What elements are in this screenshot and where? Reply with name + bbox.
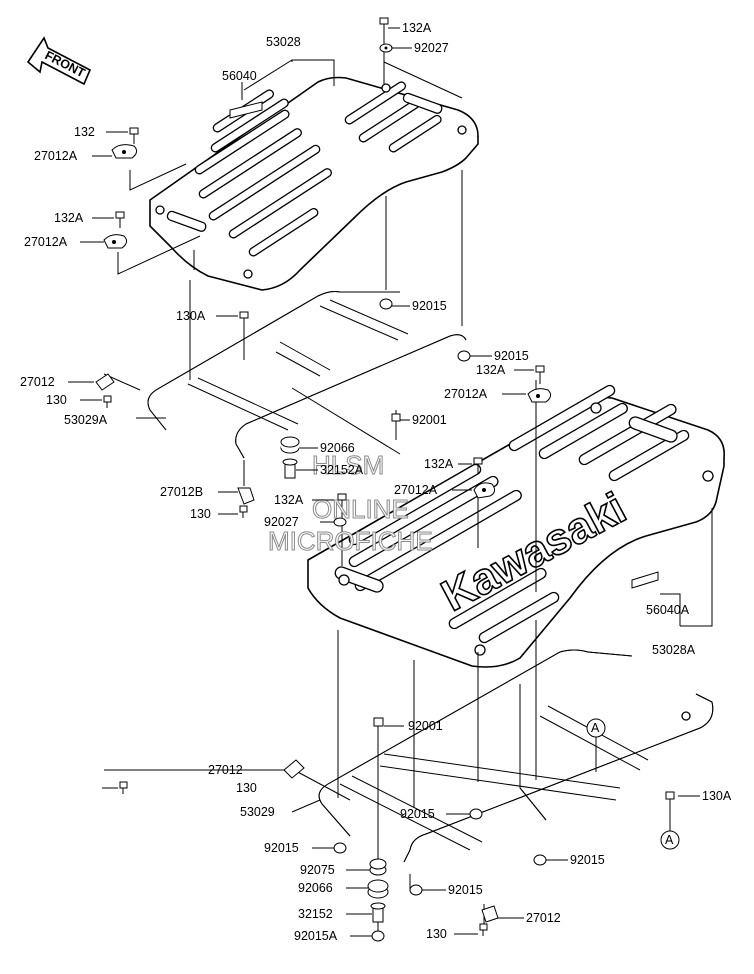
bolt-icon [103,395,112,408]
watermark-line3: MICROFICHE [268,526,433,556]
part-label: 132A [476,363,506,377]
part-label: 92015 [412,299,447,313]
bolt-icon [379,17,389,36]
fastener-icons [95,17,675,942]
part-label: 132A [402,21,432,35]
part-label: 53029 [240,805,275,819]
part-label: 53028A [652,643,696,657]
watermark-line2: ONLINE [312,494,409,524]
part-label: 92027 [264,515,299,529]
part-label: 56040A [646,603,690,617]
decal-56040 [229,101,263,119]
part-label: 53029A [64,413,108,427]
watermark-line1: HLSM [312,450,384,480]
part-label: 92015 [400,807,435,821]
bracket-icon [283,759,305,779]
bolt-icon [665,791,675,808]
collar-icon [370,902,386,923]
front-arrow-icon: FRONT [26,36,92,86]
part-label: 92001 [408,719,443,733]
svg-text:A: A [591,721,600,735]
nut-icon [409,884,423,896]
part-label: 130 [426,927,447,941]
bolt-icon [473,457,483,474]
upper-rack-slots [166,81,443,257]
bolt-icon [119,781,128,794]
callout-a-right: A [660,830,680,850]
part-label: 92015 [494,349,529,363]
part-label: 27012B [160,485,203,499]
part-label: 27012 [208,763,243,777]
nut-icon [533,854,547,866]
spacer-icon [280,436,300,454]
part-label: 27012A [394,483,438,497]
part-label: 27012 [20,375,55,389]
nut-icon [379,43,393,53]
lower-rack-slots [334,384,690,644]
part-label: 92001 [412,413,447,427]
collar-icon [282,458,298,479]
part-label: 130 [46,393,67,407]
part-label: 132A [54,211,84,225]
nut-icon [371,930,385,942]
clamp-icon [527,388,552,403]
bolt-icon [373,717,384,746]
clamp-icon [111,144,138,159]
nut-icon [457,350,471,362]
nut-icon [469,808,483,820]
part-label: 130A [176,309,206,323]
clamp-icon [473,482,496,499]
bolt-icon [391,413,401,438]
bracket-icon [95,373,115,391]
part-label: 56040 [222,69,257,83]
part-label: 132A [424,457,454,471]
part-label: 130 [236,781,257,795]
clamp-icon [103,234,128,249]
callout-a-top: A [586,718,606,738]
decal-56040a [631,571,659,589]
part-label: 53028 [266,35,301,49]
bolt-icon [239,311,249,330]
part-label: 27012A [34,149,78,163]
leader-lines [103,28,713,932]
part-label: 132 [74,125,95,139]
part-label: 132A [274,493,304,507]
part-label: 130 [190,507,211,521]
bolt-icon [239,505,248,518]
part-label: 27012 [526,911,561,925]
upper-rack-plate [149,76,479,291]
part-label: 27012A [24,235,68,249]
part-label: 32152 [298,907,333,921]
part-label: 92015A [294,929,338,943]
watermark: HLSM ONLINE MICROFICHE [268,450,434,557]
nut-icon [379,298,393,310]
part-label: 92015 [448,883,483,897]
part-label: 92015 [264,841,299,855]
nut-icon [333,842,347,854]
bolt-icon [337,493,347,512]
upper-rack-frame [147,291,467,459]
bolt-icon [535,365,545,384]
lower-rack-frame [318,649,714,863]
part-label: 92015 [570,853,605,867]
part-label: 92027 [414,41,449,55]
part-label: 92066 [298,881,333,895]
part-label: 130A [702,789,732,803]
spacer-icon [367,879,389,899]
part-label: 92075 [300,863,335,877]
part-label: 32152A [320,463,364,477]
part-label: 92066 [320,441,355,455]
bolt-icon [115,211,125,228]
bolt-icon [129,127,139,144]
bolt-icon [479,923,488,936]
spacer-icon [369,858,387,876]
part-label: 27012A [444,387,488,401]
part-labels: 132A 92027 53028 56040 132 27012A 132A 2… [20,21,732,943]
bracket-icon [237,487,255,505]
svg-text:A: A [665,833,674,847]
